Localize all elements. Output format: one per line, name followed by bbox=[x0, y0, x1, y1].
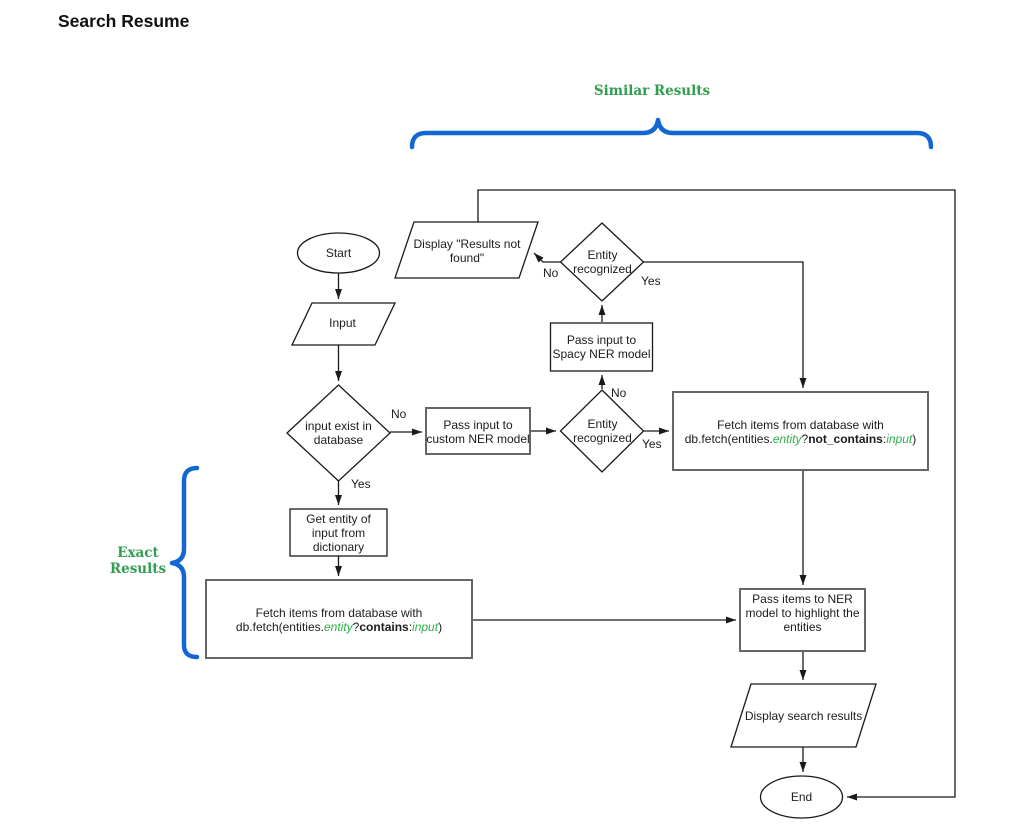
annotation-similar-results: Similar Results bbox=[552, 83, 752, 99]
node-input-shape bbox=[290, 302, 397, 346]
annotation-exact-results-line1: Exact bbox=[117, 545, 159, 561]
code-close: ) bbox=[438, 620, 443, 634]
node-input-exists-label: input exist in database bbox=[305, 418, 372, 447]
code-entity: entity bbox=[323, 620, 353, 634]
code-entity: entity bbox=[772, 432, 802, 446]
node-entity-recognized-top-shape bbox=[559, 222, 645, 302]
code-colon: : bbox=[882, 432, 887, 446]
edge-entity-top-no-to-display-not-found bbox=[533, 252, 561, 263]
code-question: ? bbox=[801, 432, 809, 446]
node-fetch-contains-label: Fetch items from database with db.fetch(… bbox=[207, 604, 471, 636]
node-display-results-shape bbox=[730, 683, 877, 748]
fetch-contains-code: db.fetch(entities.entity?contains:input) bbox=[236, 620, 442, 634]
node-pass-items-label: Pass items to NER model to highlight the… bbox=[745, 591, 860, 635]
edge-label-input-exists-no: No bbox=[391, 407, 407, 421]
node-start-shape bbox=[296, 232, 381, 274]
edge-display-not-found-to-end bbox=[477, 189, 956, 801]
node-entity-recognized-mid-label: Entity recognized bbox=[573, 416, 632, 445]
node-pass-items-shape bbox=[739, 588, 866, 652]
code-input: input bbox=[412, 620, 439, 634]
node-custom-ner-label: Pass input to custom NER model bbox=[426, 417, 530, 446]
node-fetch-not-contains-label: Fetch items from database with db.fetch(… bbox=[674, 416, 927, 448]
annotation-similar-results-text: Similar Results bbox=[593, 83, 711, 99]
code-close: ) bbox=[912, 432, 917, 446]
node-display-not-found-label: Display "Results not found" bbox=[413, 236, 521, 265]
node-get-entity-label: Get entity of input from dictionary bbox=[306, 511, 371, 555]
annotation-exact-results-line2: Results bbox=[109, 561, 167, 578]
page-title: Search Resume bbox=[58, 11, 190, 31]
code-input: input bbox=[886, 432, 913, 446]
node-custom-ner-shape bbox=[425, 407, 531, 455]
edge-label-mid-yes: Yes bbox=[642, 437, 662, 451]
node-input-exists-shape bbox=[286, 384, 391, 482]
edge-label-mid-no: No bbox=[611, 386, 627, 400]
brace-exact-results bbox=[169, 465, 200, 660]
node-end-label: End bbox=[790, 789, 813, 804]
edge-label-top-yes: Yes bbox=[641, 274, 661, 288]
code-colon: : bbox=[408, 620, 413, 634]
fetch-not-contains-code: db.fetch(entities.entity?not_contains:in… bbox=[685, 432, 916, 446]
node-fetch-contains-shape bbox=[205, 579, 473, 659]
node-display-results-label: Display search results bbox=[744, 708, 863, 723]
edge-label-top-no: No bbox=[543, 266, 559, 280]
fetch-contains-line1: Fetch items from database with bbox=[255, 605, 423, 620]
code-prefix: db.fetch(entities. bbox=[235, 620, 324, 634]
code-question: ? bbox=[352, 620, 360, 634]
edge-entity-top-yes-to-fetch-not-contains bbox=[643, 261, 807, 388]
node-end-shape bbox=[759, 775, 844, 819]
node-entity-recognized-mid-shape bbox=[559, 389, 645, 473]
code-prefix: db.fetch(entities. bbox=[684, 432, 773, 446]
code-operator: contains bbox=[359, 620, 409, 634]
edge-label-input-exists-yes: Yes bbox=[351, 477, 371, 491]
node-start-label: Start bbox=[325, 245, 352, 260]
node-get-entity-shape bbox=[289, 508, 388, 557]
node-display-not-found-shape bbox=[394, 221, 539, 279]
node-entity-recognized-top-label: Entity recognized bbox=[573, 247, 632, 276]
node-fetch-not-contains-shape bbox=[672, 391, 929, 471]
node-spacy-ner-label: Pass input to Spacy NER model bbox=[552, 332, 651, 361]
node-input-label: Input bbox=[329, 315, 356, 330]
fetch-not-contains-line1: Fetch items from database with bbox=[717, 417, 884, 432]
annotation-exact-results: Exact Results bbox=[96, 545, 180, 577]
code-operator: not_contains bbox=[808, 432, 883, 446]
node-spacy-ner-shape bbox=[549, 322, 654, 372]
brace-similar-results bbox=[409, 117, 934, 150]
